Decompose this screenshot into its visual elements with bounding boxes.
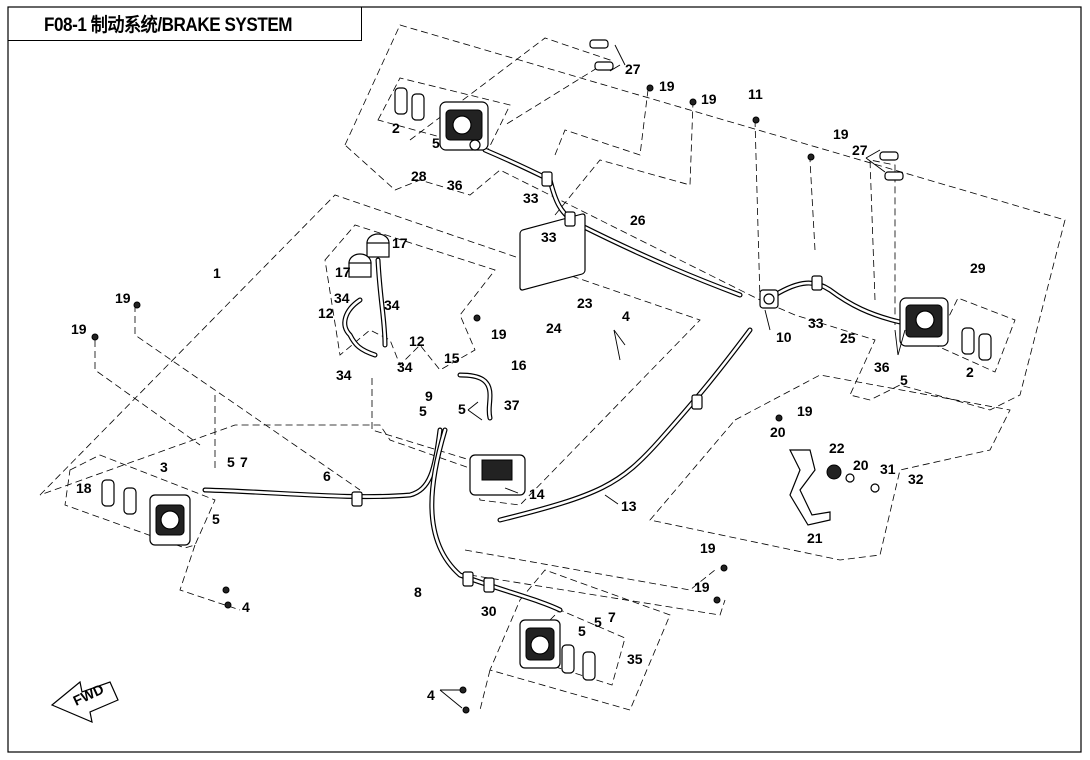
callout-11: 11 xyxy=(748,86,763,102)
callout-19: 19 xyxy=(71,321,87,337)
master-cylinder xyxy=(469,213,586,496)
callout-labels: 1 2 2 3 4 4 4 5 5 5 5 5 5 5 5 6 7 7 8 9 … xyxy=(71,61,986,703)
callout-5: 5 xyxy=(419,403,427,419)
callout-18: 18 xyxy=(76,480,92,496)
callout-1: 1 xyxy=(213,265,221,281)
callout-28: 28 xyxy=(411,168,427,184)
page-title: F08-1 制动系统/BRAKE SYSTEM xyxy=(44,15,293,36)
callout-19: 19 xyxy=(659,78,675,94)
callout-19: 19 xyxy=(700,540,716,556)
callout-25: 25 xyxy=(840,330,856,346)
callout-6: 6 xyxy=(323,468,331,484)
caliper-front-right xyxy=(519,619,561,669)
callout-15: 15 xyxy=(444,350,460,366)
callout-5: 5 xyxy=(212,511,220,527)
callout-32: 32 xyxy=(908,471,924,487)
fasteners xyxy=(91,39,904,714)
caliper-front-left xyxy=(149,494,191,546)
fwd-arrow-icon: FWD xyxy=(50,681,119,723)
callout-26: 26 xyxy=(630,212,646,228)
callout-19: 19 xyxy=(115,290,131,306)
hose-clamps xyxy=(351,171,823,593)
callout-33: 33 xyxy=(523,190,539,206)
callout-5: 5 xyxy=(594,614,602,630)
callout-7: 7 xyxy=(608,609,616,625)
brake-pads-top-left xyxy=(394,87,425,121)
callout-4: 4 xyxy=(427,687,435,703)
callout-17: 17 xyxy=(335,264,351,280)
brake-pads-front-left xyxy=(101,479,137,515)
callout-19: 19 xyxy=(701,91,717,107)
callout-5: 5 xyxy=(900,372,908,388)
title-frame xyxy=(8,7,362,41)
callout-27: 27 xyxy=(625,61,641,77)
callout-5: 5 xyxy=(432,135,440,151)
callout-5: 5 xyxy=(227,454,235,470)
callout-36: 36 xyxy=(447,177,463,193)
callout-27: 27 xyxy=(852,142,868,158)
callout-34: 34 xyxy=(334,290,350,306)
callout-12: 12 xyxy=(409,333,425,349)
callout-7: 7 xyxy=(240,454,248,470)
callout-leaders xyxy=(439,44,906,709)
caliper-right xyxy=(899,297,949,347)
callout-22: 22 xyxy=(829,440,845,456)
callout-13: 13 xyxy=(621,498,637,514)
callout-20: 20 xyxy=(853,457,869,473)
callout-29: 29 xyxy=(970,260,986,276)
callout-2: 2 xyxy=(392,120,400,136)
callout-5: 5 xyxy=(578,623,586,639)
assembly-outlines xyxy=(39,24,1066,711)
callout-4: 4 xyxy=(622,308,630,324)
reservoirs xyxy=(348,233,390,278)
brake-pads-right xyxy=(961,327,992,361)
callout-9: 9 xyxy=(425,388,433,404)
callout-19: 19 xyxy=(694,579,710,595)
callout-20: 20 xyxy=(770,424,786,440)
callout-5: 5 xyxy=(458,401,466,417)
callout-2: 2 xyxy=(966,364,974,380)
callout-16: 16 xyxy=(511,357,527,373)
caliper-top-left xyxy=(439,101,489,151)
callout-37: 37 xyxy=(504,397,520,413)
diagram-frame xyxy=(7,6,1082,753)
callout-33: 33 xyxy=(808,315,824,331)
callout-8: 8 xyxy=(414,584,422,600)
callout-34: 34 xyxy=(384,297,400,313)
brake-hoses xyxy=(202,147,903,613)
callout-31: 31 xyxy=(880,461,896,477)
callout-19: 19 xyxy=(797,403,813,419)
junction-block xyxy=(759,289,779,309)
callout-17: 17 xyxy=(392,235,408,251)
callout-3: 3 xyxy=(160,459,168,475)
callout-21: 21 xyxy=(807,530,823,546)
callout-34: 34 xyxy=(397,359,413,375)
callout-10: 10 xyxy=(776,329,792,345)
brake-pads-front-right xyxy=(561,644,596,681)
callout-30: 30 xyxy=(481,603,497,619)
callout-24: 24 xyxy=(546,320,562,336)
callout-36: 36 xyxy=(874,359,890,375)
callout-33: 33 xyxy=(541,229,557,245)
callout-19: 19 xyxy=(833,126,849,142)
callout-34: 34 xyxy=(336,367,352,383)
brake-pedal xyxy=(789,449,880,526)
callout-35: 35 xyxy=(627,651,643,667)
callout-12: 12 xyxy=(318,305,334,321)
callout-4: 4 xyxy=(242,599,250,615)
callout-19: 19 xyxy=(491,326,507,342)
callout-14: 14 xyxy=(529,486,545,502)
callout-23: 23 xyxy=(577,295,593,311)
